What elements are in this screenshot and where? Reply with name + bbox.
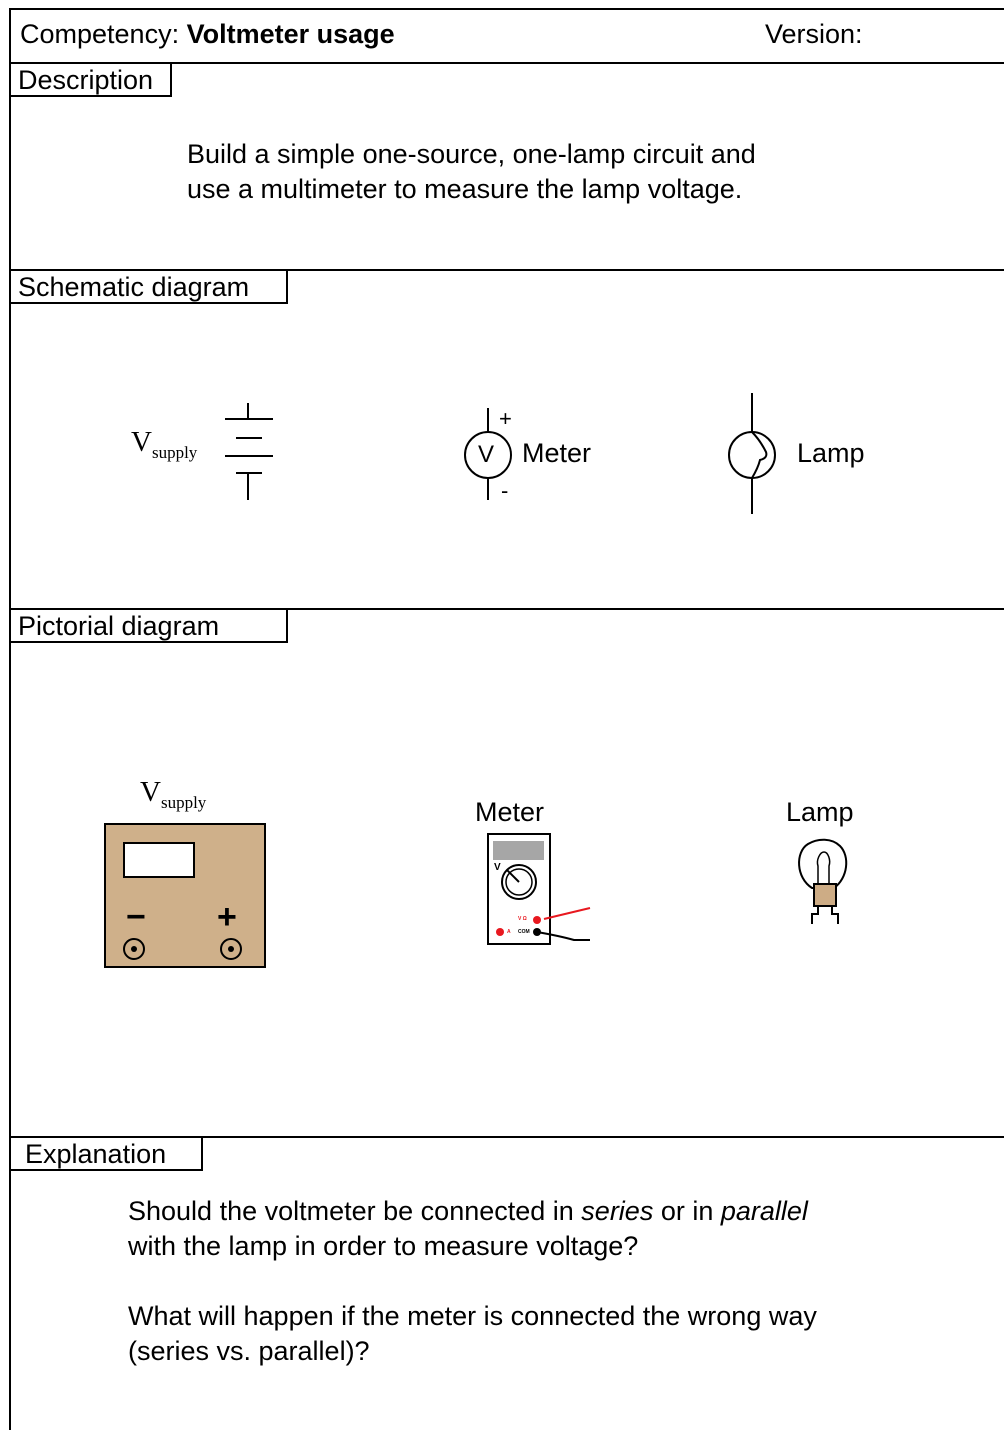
competency-value: Voltmeter usage [186,19,395,49]
vohm-jack-icon [533,916,541,924]
positive-terminal-icon [220,938,242,960]
description-text: Build a simple one-source, one-lamp circ… [187,137,756,207]
version-label: Version: [765,19,863,49]
description-heading: Description [9,63,172,97]
power-supply: − + [104,823,266,968]
question-1-line-2: with the lamp in order to measure voltag… [128,1231,639,1261]
pictorial-source-label-main: V [140,776,161,808]
pictorial-source-label-sub: supply [160,792,207,812]
question-1-parallel: parallel [720,1196,808,1226]
page-frame [9,8,1004,1430]
voltmeter-symbol-letter: V [478,441,495,468]
explanation-question-1: Should the voltmeter be connected in ser… [128,1194,808,1264]
red-test-lead [543,907,591,920]
question-1-mid: or in [653,1196,721,1226]
amp-jack-icon [496,928,504,936]
schematic-heading: Schematic diagram [9,270,288,304]
meter-plus-sign: + [499,406,512,431]
negative-terminal-icon [123,938,145,960]
competency-line: Competency: Voltmeter usage [20,19,395,50]
question-2-line-2: (series vs. parallel)? [128,1336,370,1366]
schematic-source-label: Vsupply [131,426,197,463]
pictorial-source-label: Vsupply [140,776,206,813]
explanation-question-2: What will happen if the meter is connect… [128,1299,817,1369]
schematic-lamp-label: Lamp [797,438,865,468]
meter-dial-v-label: V [494,862,501,873]
divider-pictorial [9,1136,1004,1138]
pictorial-meter-label: Meter [475,797,545,827]
divider-schematic [9,608,1004,610]
question-1-pre: Should the voltmeter be connected in [128,1196,582,1226]
multimeter-display [493,841,544,860]
schematic-source-label-sub: supply [151,442,198,462]
meter-jack-a-label: A [507,929,511,935]
explanation-heading: Explanation [9,1137,203,1171]
description-line-1: Build a simple one-source, one-lamp circ… [187,139,756,169]
pictorial-lamp-label: Lamp [786,797,854,827]
schematic-meter-label: Meter [522,438,592,468]
battery-symbol [225,403,273,500]
lamp-symbol [728,393,776,514]
question-1-series: series [581,1196,654,1226]
meter-minus-sign: - [501,478,509,503]
question-1-line-1: Should the voltmeter be connected in ser… [128,1194,808,1229]
meter-jack-com-label: COM [518,929,530,935]
pictorial-heading: Pictorial diagram [9,609,288,643]
voltmeter-symbol [464,408,512,500]
black-test-lead [536,931,590,941]
competency-label: Competency: [20,19,180,49]
power-supply-minus: − [126,898,146,936]
power-supply-display [123,842,195,878]
multimeter-dial-icon [501,864,537,900]
schematic-source-label-main: V [131,426,152,458]
power-supply-plus: + [217,898,237,936]
divider-header [9,62,1004,64]
question-2-line-1: What will happen if the meter is connect… [128,1301,817,1331]
description-line-2: use a multimeter to measure the lamp vol… [187,174,743,204]
com-jack-icon [533,928,541,936]
divider-description [9,269,1004,271]
meter-jack-vohm-label: V Ω [518,916,527,922]
power-supply-terminals [123,938,242,960]
